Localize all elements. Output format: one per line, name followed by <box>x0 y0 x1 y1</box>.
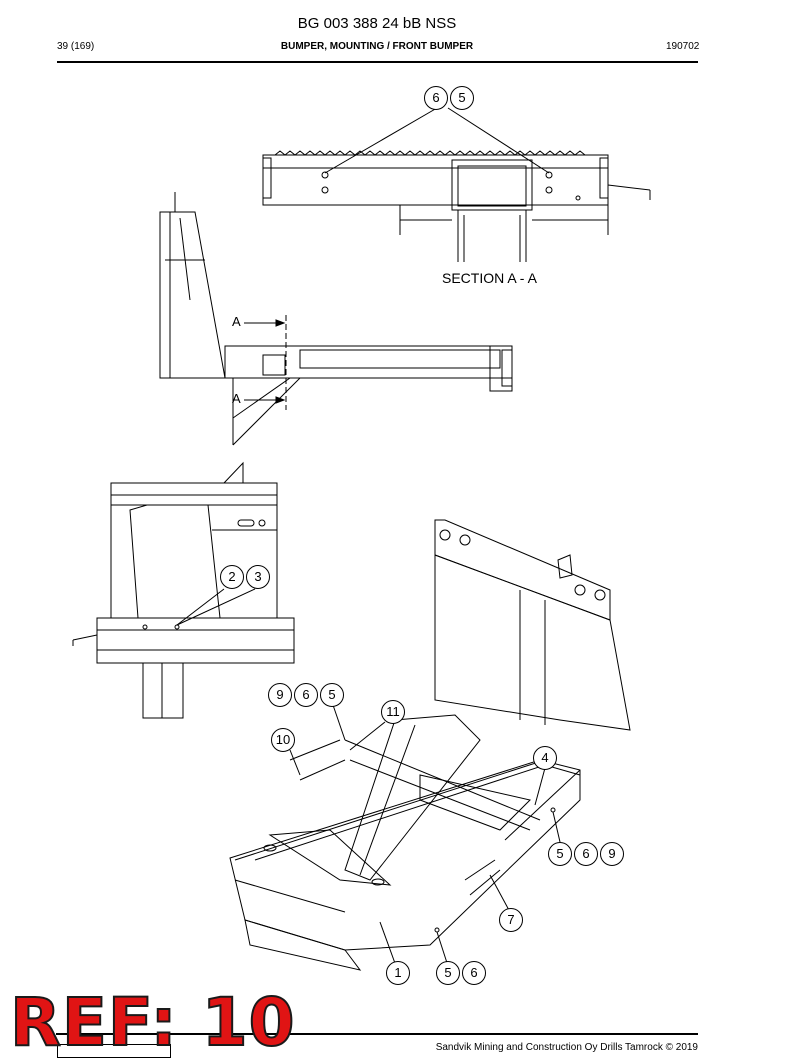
callout-6-bottom: 6 <box>462 961 486 985</box>
callout-6-top: 6 <box>424 86 448 110</box>
callout-5-right: 5 <box>548 842 572 866</box>
callout-4: 4 <box>533 746 557 770</box>
page-title: BUMPER, MOUNTING / FRONT BUMPER <box>280 41 474 52</box>
page-number: 39 (169) <box>57 41 95 52</box>
callout-10: 10 <box>271 728 295 752</box>
document-code: BG 003 388 24 bB NSS <box>297 15 457 32</box>
callout-6-right: 6 <box>574 842 598 866</box>
callout-11: 11 <box>381 700 405 724</box>
isometric-view <box>229 519 631 971</box>
header-rule <box>57 61 698 63</box>
callout-7: 7 <box>499 908 523 932</box>
front-view <box>72 461 295 719</box>
section-view <box>262 107 651 262</box>
ref-stamp: REF: 10 <box>9 983 296 1061</box>
callout-9-right: 9 <box>600 842 624 866</box>
section-label: SECTION A - A <box>442 270 537 286</box>
side-view <box>159 192 513 446</box>
callout-5-top: 5 <box>450 86 474 110</box>
footer-rule <box>56 1033 698 1035</box>
cut-marker-upper: A <box>232 314 241 329</box>
cut-marker-lower: A <box>232 391 241 406</box>
callout-6-left: 6 <box>294 683 318 707</box>
callout-5-bottom: 5 <box>436 961 460 985</box>
date-code: 190702 <box>666 41 700 52</box>
callout-2: 2 <box>220 565 244 589</box>
callout-5-left: 5 <box>320 683 344 707</box>
footer-copyright: Sandvik Mining and Construction Oy Drill… <box>435 1042 698 1053</box>
callout-1: 1 <box>386 961 410 985</box>
callout-9-left: 9 <box>268 683 292 707</box>
callout-3: 3 <box>246 565 270 589</box>
